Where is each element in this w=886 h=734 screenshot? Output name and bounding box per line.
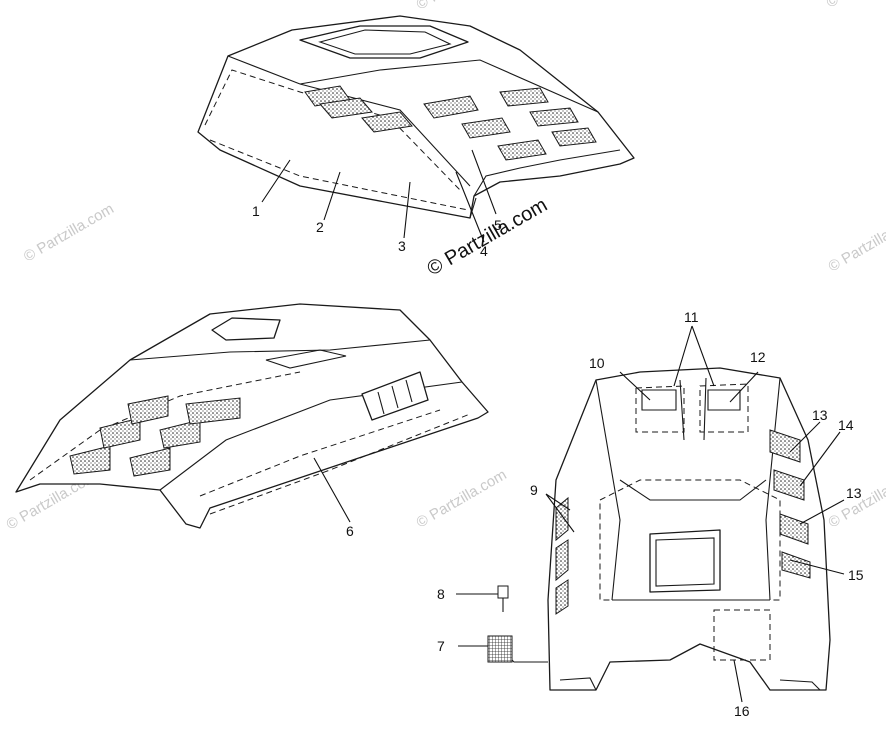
callout-7: 7 xyxy=(437,638,445,654)
callout-13-lower: 13 xyxy=(846,485,862,501)
callout-3: 3 xyxy=(398,238,406,254)
screw-8 xyxy=(497,585,509,599)
callout-15: 15 xyxy=(848,567,864,583)
watermark: © Partzilla.com xyxy=(414,466,510,531)
callouts: 1 2 3 4 5 6 7 8 9 10 11 12 13 14 13 15 1… xyxy=(252,203,864,719)
callout-11: 11 xyxy=(684,309,699,325)
callout-8: 8 xyxy=(437,586,445,602)
leader-lines xyxy=(261,149,845,703)
hood-side-view xyxy=(15,303,489,529)
callout-6: 6 xyxy=(346,523,354,539)
callout-10: 10 xyxy=(589,355,605,371)
callout-4: 4 xyxy=(480,243,488,259)
hood-top-view xyxy=(197,15,635,219)
callout-5: 5 xyxy=(494,217,502,233)
callout-16: 16 xyxy=(734,703,750,719)
callout-13-upper: 13 xyxy=(812,407,828,423)
hood-underside-view xyxy=(487,367,831,691)
watermark: © Partzilla.com xyxy=(826,210,886,275)
callout-9: 9 xyxy=(530,482,538,498)
callout-14: 14 xyxy=(838,417,854,433)
watermark: © Partzilla.com xyxy=(21,200,117,265)
mesh-screen-7 xyxy=(487,635,513,663)
watermark: © Partzilla.com xyxy=(414,0,510,13)
callout-12: 12 xyxy=(750,349,766,365)
callout-1: 1 xyxy=(252,203,260,219)
callout-2: 2 xyxy=(316,219,324,235)
watermark: © Partzilla.com xyxy=(824,0,886,11)
